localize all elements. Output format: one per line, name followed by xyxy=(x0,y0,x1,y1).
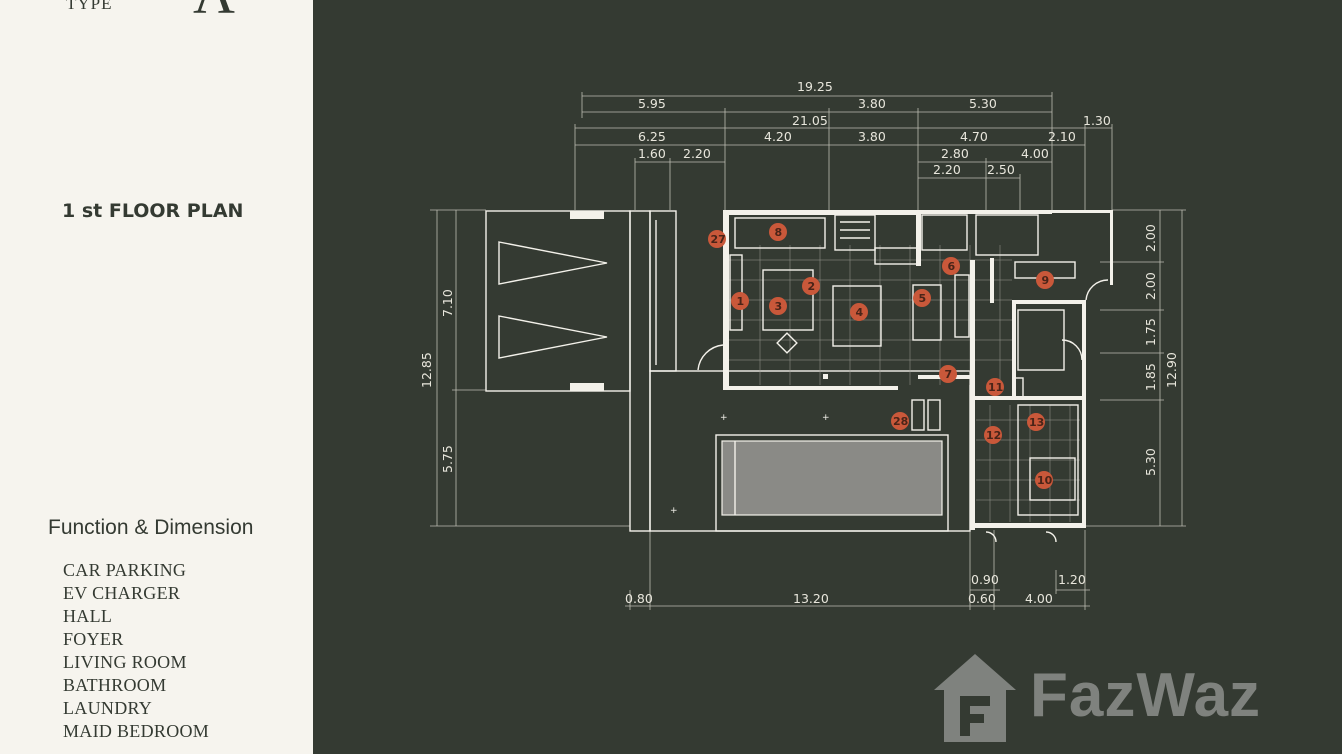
right-dimension-lines xyxy=(1085,209,1186,527)
dim-label: 7.10 xyxy=(440,289,455,317)
function-item: FOYER xyxy=(63,629,124,649)
room-marker: 4 xyxy=(850,303,868,321)
room-marker: 6 xyxy=(942,257,960,275)
type-letter: A xyxy=(193,0,235,27)
room-marker: 5 xyxy=(913,289,931,307)
svg-text:2: 2 xyxy=(808,280,816,293)
dim-label: 4.20 xyxy=(764,129,792,144)
top-dimension-labels: 19.25 5.95 3.80 5.30 21.05 6.25 4.20 3.8… xyxy=(638,79,1111,177)
svg-text:11: 11 xyxy=(988,381,1003,394)
room-marker: 2 xyxy=(802,277,820,295)
room-marker: 12 xyxy=(984,426,1002,444)
svg-text:28: 28 xyxy=(893,415,908,428)
watermark: FazWaz xyxy=(930,650,1330,746)
dim-label: 12.85 xyxy=(419,352,434,388)
dim-label: 13.20 xyxy=(793,591,829,606)
dim-label: 21.05 xyxy=(792,113,828,128)
function-item: EV CHARGER xyxy=(63,583,181,603)
svg-text:10: 10 xyxy=(1037,474,1053,487)
room-marker: 1 xyxy=(731,292,749,310)
room-marker: 10 xyxy=(1035,471,1053,489)
dining-table xyxy=(832,285,882,347)
svg-text:3: 3 xyxy=(775,300,783,313)
left-dimension-lines xyxy=(430,209,630,527)
function-list: CAR PARKING EV CHARGER HALL FOYER LIVING… xyxy=(63,559,209,743)
svg-text:8: 8 xyxy=(775,226,783,239)
function-item: LIVING ROOM xyxy=(63,652,187,672)
svg-text:6: 6 xyxy=(948,260,956,273)
room-markers: 27 8 2 1 3 4 5 6 9 7 11 28 12 13 10 xyxy=(708,223,1054,489)
function-heading: Function & Dimension xyxy=(48,516,254,539)
sidebar-panel: TYPE A 1 st FLOOR PLAN Function & Dimens… xyxy=(0,0,313,754)
swimming-pool xyxy=(721,440,943,516)
bottom-dimension-lines xyxy=(625,530,1090,610)
top-dimension-lines xyxy=(574,92,1113,210)
dim-label: 5.75 xyxy=(440,445,455,473)
dim-label: 0.80 xyxy=(625,591,653,606)
svg-text:13: 13 xyxy=(1029,416,1044,429)
svg-text:+: + xyxy=(822,413,830,423)
dim-label: 6.25 xyxy=(638,129,666,144)
room-marker: 28 xyxy=(891,412,909,430)
dim-label: 1.75 xyxy=(1143,318,1158,346)
room-marker: 8 xyxy=(769,223,787,241)
svg-text:4: 4 xyxy=(856,306,864,319)
dim-label: 5.30 xyxy=(969,96,997,111)
svg-text:12: 12 xyxy=(986,429,1001,442)
room-marker: 27 xyxy=(708,230,726,248)
dim-label: 2.20 xyxy=(933,162,961,177)
dim-label: 4.70 xyxy=(960,129,988,144)
dim-label: 19.25 xyxy=(797,79,833,94)
dim-label: 0.90 xyxy=(971,572,999,587)
function-item: BATHROOM xyxy=(63,675,167,695)
house-logo-icon xyxy=(934,654,1016,742)
type-label: TYPE xyxy=(66,0,113,13)
room-marker: 11 xyxy=(986,378,1004,396)
main-house xyxy=(697,210,1113,543)
function-item: MAID BEDROOM xyxy=(63,721,210,741)
dim-label: 2.00 xyxy=(1143,224,1158,252)
dim-label: 5.95 xyxy=(638,96,666,111)
room-marker: 13 xyxy=(1027,413,1045,431)
function-item: CAR PARKING xyxy=(63,560,187,580)
watermark-text: FazWaz xyxy=(1030,661,1262,730)
dim-label: 4.00 xyxy=(1021,146,1049,161)
maid-bed xyxy=(1029,457,1076,501)
svg-text:27: 27 xyxy=(711,233,726,246)
dim-label: 0.60 xyxy=(968,591,996,606)
dim-label: 2.10 xyxy=(1048,129,1076,144)
pool-terrace: + + + xyxy=(629,210,971,532)
dim-label: 1.60 xyxy=(638,146,666,161)
room-marker: 7 xyxy=(939,365,957,383)
dim-label: 1.20 xyxy=(1058,572,1086,587)
dim-label: 2.00 xyxy=(1143,272,1158,300)
dim-label: 3.80 xyxy=(858,96,886,111)
svg-text:+: + xyxy=(720,413,728,423)
svg-text:9: 9 xyxy=(1042,274,1050,287)
dim-label: 2.20 xyxy=(683,146,711,161)
car-parking-area xyxy=(485,210,631,392)
plan-title: 1 st FLOOR PLAN xyxy=(62,200,244,222)
svg-text:+: + xyxy=(670,506,678,516)
dim-label: 1.30 xyxy=(1083,113,1111,128)
dim-label: 1.85 xyxy=(1143,363,1158,391)
svg-text:1: 1 xyxy=(737,295,745,308)
room-marker: 3 xyxy=(769,297,787,315)
svg-text:5: 5 xyxy=(919,292,927,305)
function-item: LAUNDRY xyxy=(63,698,153,718)
dim-label: 4.00 xyxy=(1025,591,1053,606)
svg-text:7: 7 xyxy=(945,368,953,381)
dim-label: 5.30 xyxy=(1143,448,1158,476)
dim-label: 2.50 xyxy=(987,162,1015,177)
dim-label: 2.80 xyxy=(941,146,969,161)
room-marker: 9 xyxy=(1036,271,1054,289)
dim-label: 12.90 xyxy=(1164,352,1179,388)
dim-label: 3.80 xyxy=(858,129,886,144)
function-item: HALL xyxy=(63,606,113,626)
